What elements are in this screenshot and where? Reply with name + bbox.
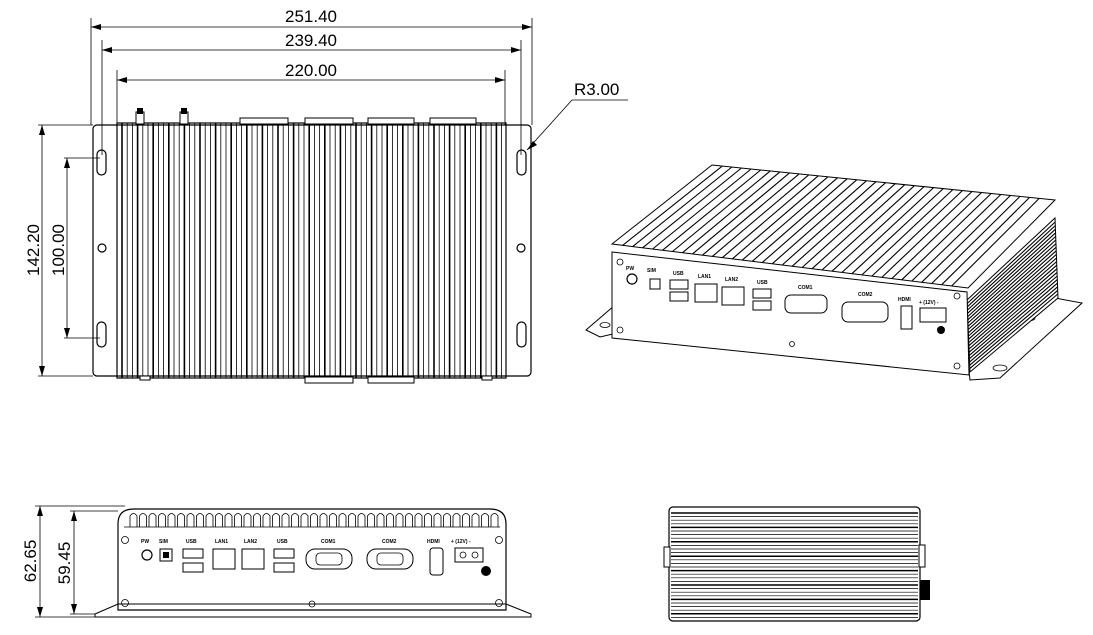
dimension-hole-spacing-depth: 100.00: [49, 157, 100, 339]
mounting-hole-left: [97, 243, 107, 253]
front-hdmi: [429, 547, 444, 576]
front-label-com2: COM2: [382, 539, 397, 545]
iso-com2: [841, 301, 889, 323]
dimension-overall-width: 251.40: [90, 7, 533, 125]
mounting-hole-right: [516, 243, 526, 253]
dimension-body-height: 59.45: [55, 510, 118, 615]
front-label-lan2: LAN2: [244, 539, 257, 545]
dimension-overall-depth: 142.20: [24, 124, 93, 377]
dimension-corner-radius: R3.00: [526, 80, 628, 151]
front-com1: [305, 548, 353, 570]
front-power-button: [141, 549, 153, 561]
iso-label-lan2: LAN2: [725, 277, 738, 283]
front-lan2: [241, 548, 265, 570]
iso-side-face: [966, 216, 1059, 374]
heatsink-fins-top: [121, 123, 503, 378]
side-antenna-stud: [920, 580, 930, 600]
front-dc-terminal: [454, 547, 484, 563]
iso-usb-2a: [752, 288, 772, 299]
front-view: 62.65 59.45 PW SIM USB LAN1: [21, 505, 532, 618]
mounting-slot-bottom-left: [96, 321, 107, 348]
heatsink-body-outline: [116, 122, 507, 379]
iso-usb-1b: [669, 291, 689, 302]
iso-top-fins: [622, 165, 1040, 287]
front-label-lan1: LAN1: [215, 539, 228, 545]
iso-front-face: [611, 251, 970, 376]
dim-142-20: 142.20: [24, 224, 43, 276]
dimension-body-width: 220.00: [116, 61, 506, 125]
front-label-dc: + (12V) -: [451, 539, 471, 545]
iso-hdmi: [900, 305, 913, 330]
side-fins: [671, 512, 918, 618]
iso-lan1: [694, 283, 718, 303]
dim-r3-00: R3.00: [574, 80, 619, 99]
front-usb-2a: [273, 548, 295, 559]
dim-100-00: 100.00: [49, 224, 68, 276]
iso-lan2: [721, 286, 745, 306]
iso-usb-1a: [669, 279, 689, 290]
iso-label-lan1: LAN1: [698, 274, 711, 280]
front-fins: [129, 513, 499, 527]
front-label-usb2: USB: [277, 539, 288, 545]
mounting-slot-bottom-right: [516, 321, 527, 348]
front-usb-1a: [182, 548, 204, 559]
dim-251-40: 251.40: [285, 7, 337, 26]
side-view: [663, 506, 930, 622]
side-connector-left: [663, 546, 671, 568]
mounting-slot-top-left: [96, 149, 107, 176]
iso-label-usb2: USB: [757, 280, 768, 286]
iso-power-button: [626, 273, 638, 285]
front-label-sim: SIM: [159, 539, 168, 545]
iso-dc-terminal: [919, 307, 947, 323]
front-label-usb1: USB: [186, 539, 197, 545]
front-lan1: [212, 548, 236, 570]
iso-label-com2: COM2: [858, 292, 873, 298]
top-view: 251.40 239.40 220.00 R3.00: [24, 7, 628, 384]
dimension-hole-spacing-width: 239.40: [101, 31, 522, 155]
front-ground-screw: [481, 566, 491, 576]
iso-sim-slot: [649, 278, 661, 290]
iso-label-com1: COM1: [798, 285, 813, 291]
front-body: [117, 508, 507, 611]
dim-59-45: 59.45: [55, 542, 74, 585]
side-connector-right: [918, 544, 926, 568]
front-label-hdmi: HDMI: [427, 539, 440, 545]
front-usb-1b: [182, 562, 204, 573]
iso-label-dc: + (12V) -: [919, 300, 939, 306]
iso-com1: [784, 294, 828, 314]
iso-label-pw: PW: [626, 266, 634, 272]
front-com2: [366, 548, 414, 570]
mounting-slot-top-right: [516, 149, 527, 176]
iso-usb-2b: [752, 300, 772, 311]
mounting-plate-outline: [92, 124, 532, 377]
front-label-com1: COM1: [321, 539, 336, 545]
front-label-pw: PW: [141, 539, 149, 545]
iso-label-sim: SIM: [647, 268, 656, 274]
dim-239-40: 239.40: [285, 31, 337, 50]
iso-label-hdmi: HDMI: [898, 297, 911, 303]
front-usb-2b: [273, 562, 295, 573]
isometric-view: PW SIM USB LAN1 LAN2 USB COM1 COM2 HDMI …: [585, 164, 1084, 381]
iso-side-fins: [966, 221, 1059, 369]
dimension-overall-height: 62.65: [21, 505, 125, 618]
dim-220-00: 220.00: [285, 61, 337, 80]
iso-label-usb1: USB: [673, 271, 684, 277]
dim-62-65: 62.65: [21, 540, 40, 583]
